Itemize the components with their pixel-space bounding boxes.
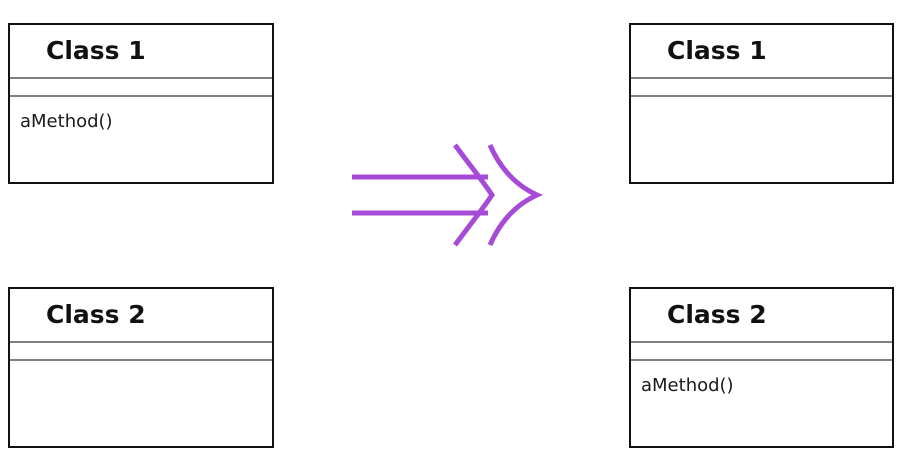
after-class-1-box: Class 1	[629, 23, 894, 184]
attributes-divider	[10, 341, 272, 343]
methods-divider	[10, 359, 272, 361]
class-name: Class 1	[46, 36, 146, 65]
attributes-divider	[10, 77, 272, 79]
arrow-head-inner	[452, 143, 496, 247]
class-name: Class 2	[46, 300, 146, 329]
arrow-head-outer	[487, 143, 544, 247]
methods-divider	[10, 95, 272, 97]
double-right-arrow-icon	[352, 143, 544, 247]
method-label: aMethod()	[20, 111, 113, 132]
after-class-2-box: Class 2 aMethod()	[629, 287, 894, 448]
methods-divider	[631, 359, 892, 361]
before-class-1-box: Class 1 aMethod()	[8, 23, 274, 184]
attributes-divider	[631, 77, 892, 79]
before-class-2-box: Class 2	[8, 287, 274, 448]
methods-divider	[631, 95, 892, 97]
class-name: Class 1	[667, 36, 767, 65]
method-label: aMethod()	[641, 375, 734, 396]
class-name: Class 2	[667, 300, 767, 329]
attributes-divider	[631, 341, 892, 343]
